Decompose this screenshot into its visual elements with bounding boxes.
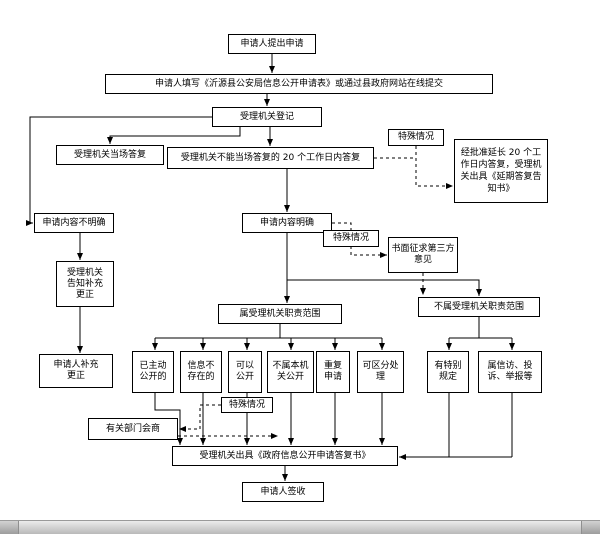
node-within-authority-scope: 属受理机关职责范围 bbox=[218, 304, 342, 324]
node-special-case-1: 特殊情况 bbox=[388, 129, 444, 146]
node-can-be-disclosed: 可以公开 bbox=[228, 351, 262, 393]
scrollbar-left-cap[interactable] bbox=[0, 521, 19, 534]
node-fill-application-form: 申请人填写《沂源县公安局信息公开申请表》或通过县政府网站在线提交 bbox=[105, 74, 493, 94]
node-applicant-supplement-correction: 申请人补充更正 bbox=[39, 354, 113, 388]
node-applicant-sign-receipt: 申请人签收 bbox=[242, 482, 324, 502]
node-notify-supplement-correction: 受理机关告知补充更正 bbox=[56, 261, 114, 307]
node-separable-processing: 可区分处理 bbox=[357, 351, 404, 393]
node-special-case-3: 特殊情况 bbox=[221, 397, 273, 413]
node-departments-consultation: 有关部门会商 bbox=[88, 418, 178, 440]
node-special-provisions: 有特别规定 bbox=[427, 351, 469, 393]
node-special-case-2: 特殊情况 bbox=[323, 230, 379, 247]
node-petition-complaint-report: 属信访、投诉、举报等 bbox=[478, 351, 542, 393]
node-reply-within-20-days: 受理机关不能当场答复的 20 个工作日内答复 bbox=[167, 147, 374, 169]
node-approved-extension-notice: 经批准延长 20 个工作日内答复，受理机关出具《延期答复告知书》 bbox=[454, 139, 548, 203]
node-authority-registration: 受理机关登记 bbox=[212, 107, 322, 127]
scrollbar-right-cap[interactable] bbox=[581, 521, 600, 534]
horizontal-scrollbar[interactable] bbox=[0, 520, 600, 534]
node-content-unclear: 申请内容不明确 bbox=[34, 213, 114, 233]
node-third-party-written-opinion: 书面征求第三方意见 bbox=[388, 237, 458, 273]
node-content-clear: 申请内容明确 bbox=[242, 213, 332, 233]
node-already-disclosed: 已主动公开的 bbox=[132, 351, 174, 393]
node-outside-authority-scope: 不属受理机关职责范围 bbox=[418, 297, 540, 317]
node-information-not-exist: 信息不存在的 bbox=[180, 351, 222, 393]
node-onspot-reply: 受理机关当场答复 bbox=[56, 145, 164, 165]
node-not-this-authority: 不属本机关公开 bbox=[267, 351, 314, 393]
node-issue-reply-document: 受理机关出具《政府信息公开申请答复书》 bbox=[172, 446, 398, 466]
node-submit-application: 申请人提出申请 bbox=[228, 34, 316, 54]
node-repeated-application: 重复申请 bbox=[316, 351, 350, 393]
